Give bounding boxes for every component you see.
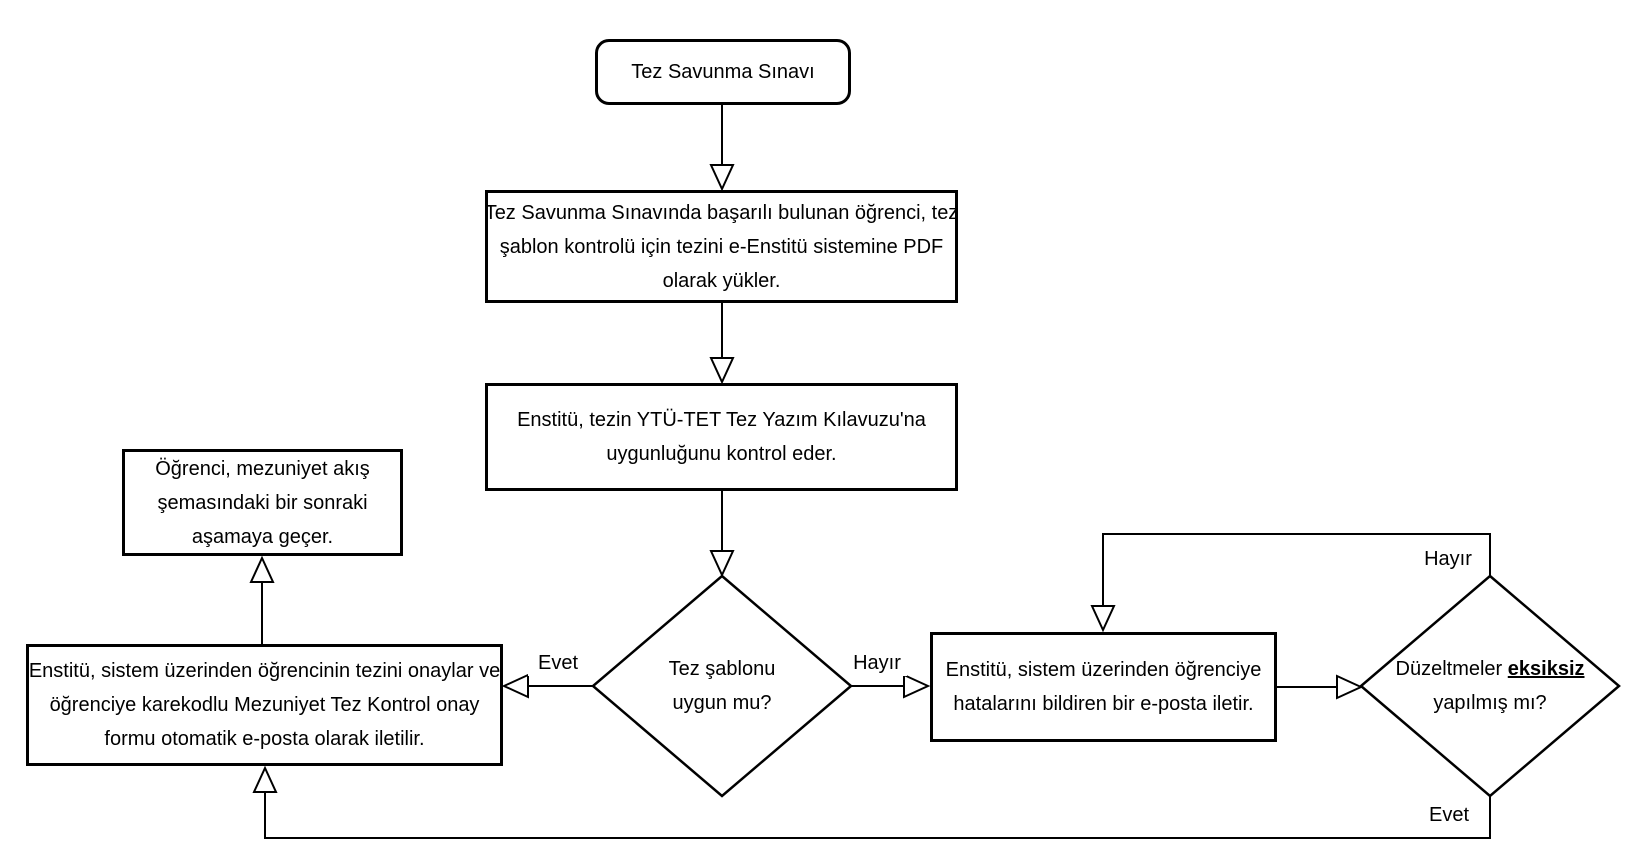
arrowhead-right-notify <box>903 673 931 699</box>
corrections-yes-label: Evet <box>1419 802 1479 828</box>
arrowhead-down-notify <box>1090 605 1116 633</box>
upload-thesis-line: Tez Savunma Sınavında başarılı bulunan ö… <box>484 201 959 224</box>
arrow-corrections-no-loop <box>1102 533 1491 606</box>
arrowhead-down-check <box>709 357 735 385</box>
template-yes-label: Evet <box>528 650 588 676</box>
corrections-decision-diamond <box>1359 574 1621 798</box>
arrowhead-up-next-stage <box>249 555 275 583</box>
notify-errors-line: hatalarını bildiren bir e-posta iletir. <box>953 693 1254 715</box>
template-decision-diamond <box>591 574 853 798</box>
arrowhead-up-approve <box>252 765 278 793</box>
notify-errors-box: Enstitü, sistem üzerinden öğrenciye hata… <box>930 632 1277 742</box>
template-check-line: uygunluğunu kontrol eder. <box>606 443 837 465</box>
approve-thesis-line: öğrenciye karekodlu Mezuniyet Tez Kontro… <box>49 694 480 716</box>
template-check-line: Enstitü, tezin YTÜ-TET Tez Yazım Kılavuz… <box>517 409 926 431</box>
next-stage-box: Öğrenci, mezuniyet akış şemasındaki bir … <box>122 449 403 556</box>
upload-thesis-box: Tez Savunma Sınavında başarılı bulunan ö… <box>485 190 958 303</box>
upload-thesis-line: olarak yükler. <box>662 269 781 292</box>
approve-thesis-box: Enstitü, sistem üzerinden öğrencinin tez… <box>26 644 503 766</box>
start-node-label: Tez Savunma Sınavı <box>631 61 815 83</box>
next-stage-line: Öğrenci, mezuniyet akış <box>155 457 370 480</box>
arrowhead-right-corrections-decision <box>1336 674 1364 700</box>
start-node: Tez Savunma Sınavı <box>595 39 851 105</box>
template-check-box: Enstitü, tezin YTÜ-TET Tez Yazım Kılavuz… <box>485 383 958 491</box>
upload-thesis-line: şablon kontrolü için tezini e-Enstitü si… <box>499 235 944 258</box>
template-no-label: Hayır <box>847 650 907 676</box>
arrowhead-left-approve <box>501 673 529 699</box>
arrowhead-down-template-decision <box>709 550 735 578</box>
arrow-corrections-yes-loop <box>264 792 1491 839</box>
approve-thesis-line: Enstitü, sistem üzerinden öğrencinin tez… <box>28 660 501 682</box>
next-stage-line: şemasındaki bir sonraki <box>157 491 368 514</box>
notify-errors-line: Enstitü, sistem üzerinden öğrenciye <box>945 659 1262 681</box>
corrections-no-label: Hayır <box>1418 546 1478 572</box>
arrowhead-down-upload <box>709 164 735 192</box>
next-stage-line: aşamaya geçer. <box>191 525 334 548</box>
approve-thesis-line: formu otomatik e-posta olarak iletilir. <box>104 728 425 750</box>
